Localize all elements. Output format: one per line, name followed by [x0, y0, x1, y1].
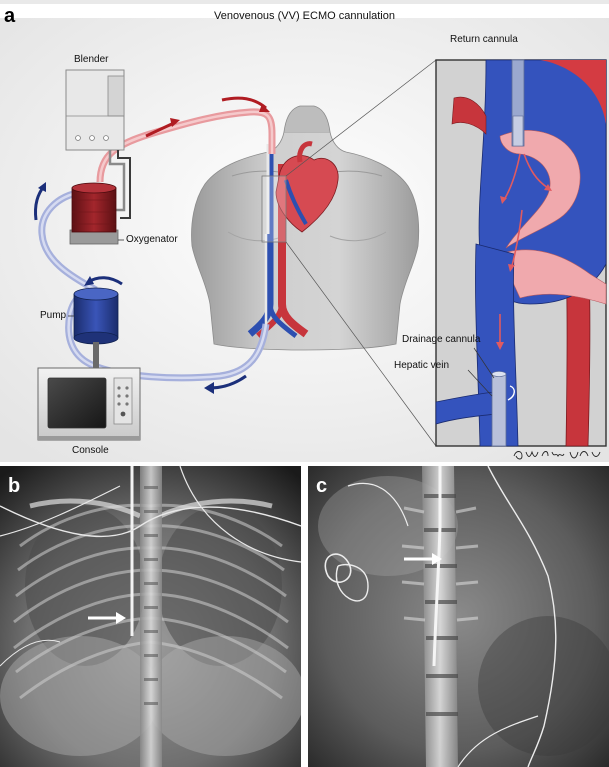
panel-a-title: Venovenous (VV) ECMO cannulation [0, 10, 609, 22]
label-hepatic-vein: Hepatic vein [394, 360, 449, 371]
panel-b-letter: b [8, 476, 20, 496]
panel-a-illustration: a Venovenous (VV) ECMO cannulation Blend… [0, 4, 609, 462]
panel-c-letter: c [316, 476, 327, 496]
ecmo-illustration [0, 4, 609, 462]
zoom-inset [436, 60, 606, 446]
abdominal-xray-image [308, 466, 609, 767]
zoom-region [262, 176, 286, 242]
panel-c-abdominal-xray: c [308, 466, 609, 767]
label-return-cannula: Return cannula [450, 34, 518, 45]
label-console: Console [72, 445, 109, 456]
label-oxygenator: Oxygenator [126, 234, 178, 245]
oxygenator-device [70, 183, 118, 244]
label-blender: Blender [74, 54, 108, 65]
chest-xray-image [0, 466, 301, 767]
label-drainage-cannula: Drainage cannula [402, 334, 480, 345]
console-device [38, 368, 140, 440]
panel-b-chest-xray: b [0, 466, 301, 767]
label-pump: Pump [40, 310, 66, 321]
